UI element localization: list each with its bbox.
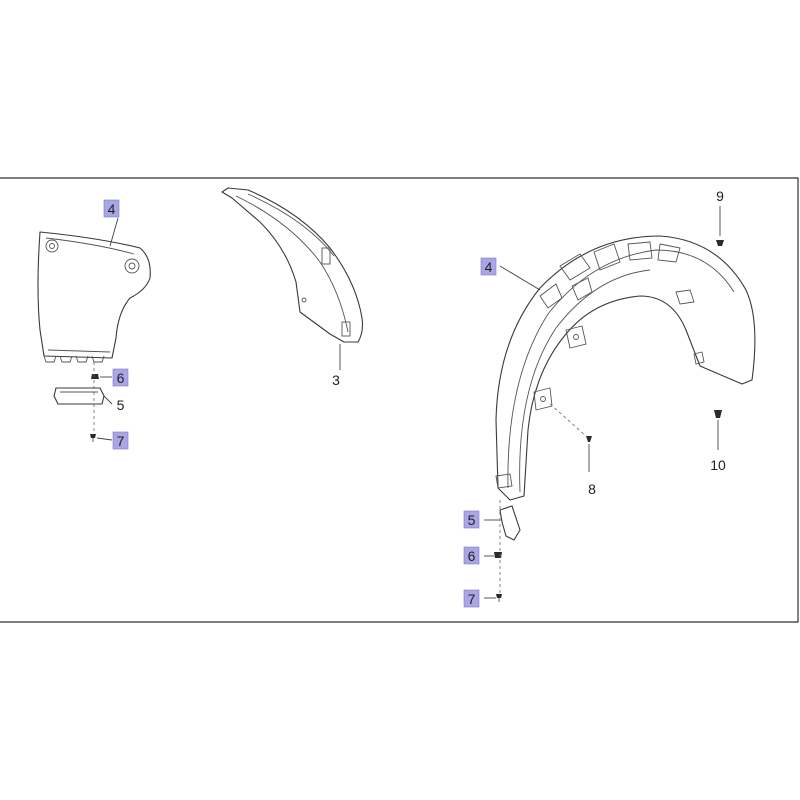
left-bracket-5	[53, 387, 105, 405]
svg-text:5: 5	[117, 397, 125, 413]
svg-text:6: 6	[468, 548, 476, 564]
wheelhouse-liner-part	[495, 235, 756, 501]
callout-right-10: 10	[710, 457, 726, 473]
svg-text:6: 6	[117, 370, 125, 386]
right-bracket-5	[499, 505, 521, 541]
left-screw-7	[90, 434, 96, 442]
callout-right-5: 5	[463, 510, 480, 529]
callout-right-9: 9	[716, 188, 724, 204]
svg-text:7: 7	[117, 433, 125, 449]
left-shield-part	[37, 231, 151, 363]
callout-right-4: 4	[480, 257, 497, 276]
svg-text:9: 9	[716, 188, 724, 204]
svg-text:5: 5	[468, 512, 476, 528]
right-clip-9	[716, 240, 724, 246]
curved-panel-3	[221, 187, 364, 343]
right-clip-8-axis	[549, 403, 587, 437]
callout-left-4: 4	[103, 199, 120, 218]
right-clip-8	[586, 436, 592, 442]
left-clip-nut-6	[91, 374, 99, 379]
svg-text:8: 8	[588, 481, 596, 497]
callout-left-5: 5	[117, 397, 125, 413]
callout-right-6: 6	[463, 546, 480, 565]
svg-text:3: 3	[332, 372, 340, 388]
svg-text:4: 4	[108, 201, 116, 217]
callout-left-6: 6	[112, 368, 129, 387]
right-screw-7	[496, 594, 502, 602]
right-clip-10	[714, 410, 722, 418]
svg-text:4: 4	[485, 259, 493, 275]
svg-text:10: 10	[710, 457, 726, 473]
right-clip-nut-6	[494, 552, 502, 558]
callout-3: 3	[332, 372, 340, 388]
callout-right-7: 7	[463, 589, 480, 608]
callout-right-8: 8	[588, 481, 596, 497]
callout-left-7: 7	[112, 431, 129, 450]
diagram-frame	[0, 177, 799, 623]
svg-text:7: 7	[468, 591, 476, 607]
